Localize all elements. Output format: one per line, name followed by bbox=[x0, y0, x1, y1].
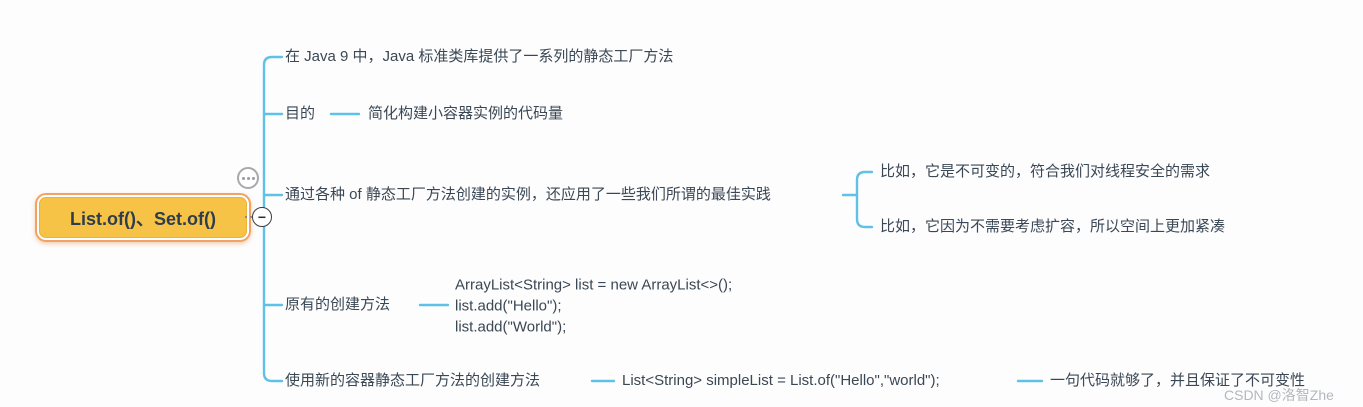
topic-old-way[interactable]: 原有的创建方法 bbox=[285, 296, 391, 313]
root-topic[interactable]: List.of()、Set.of() bbox=[35, 193, 251, 242]
topic-purpose[interactable]: 目的 bbox=[285, 105, 316, 122]
topic-new-way-note[interactable]: 一句代码就够了，并且保证了不可变性 bbox=[1050, 372, 1306, 389]
topic-purpose-desc[interactable]: 简化构建小容器实例的代码量 bbox=[368, 105, 564, 122]
code-line: list.add("World"); bbox=[455, 318, 567, 336]
more-options-icon[interactable] bbox=[237, 167, 259, 189]
topic-best-practice-compact[interactable]: 比如，它因为不需要考虑扩容，所以空间上更加紧凑 bbox=[880, 218, 1226, 235]
topic-best-practice[interactable]: 通过各种 of 静态工厂方法创建的实例，还应用了一些我们所谓的最佳实践 bbox=[285, 186, 771, 203]
collapse-dotted-link bbox=[245, 216, 252, 218]
more-dot bbox=[241, 176, 245, 180]
code-line: list.add("Hello"); bbox=[455, 297, 562, 315]
code-line: ArrayList<String> list = new ArrayList<>… bbox=[455, 276, 733, 294]
collapse-icon[interactable]: − bbox=[252, 207, 272, 227]
more-dot bbox=[246, 176, 250, 180]
topic-new-way[interactable]: 使用新的容器静态工厂方法的创建方法 bbox=[285, 372, 541, 389]
more-dot bbox=[251, 176, 255, 180]
topic-new-way-code[interactable]: List<String> simpleList = List.of("Hello… bbox=[622, 372, 940, 389]
topic-intro[interactable]: 在 Java 9 中，Java 标准类库提供了一系列的静态工厂方法 bbox=[285, 48, 674, 65]
root-topic-label: List.of()、Set.of() bbox=[39, 197, 247, 238]
topic-old-way-code[interactable]: ArrayList<String> list = new ArrayList<>… bbox=[455, 275, 732, 338]
topic-best-practice-immutable[interactable]: 比如，它是不可变的，符合我们对线程安全的需求 bbox=[880, 163, 1211, 180]
